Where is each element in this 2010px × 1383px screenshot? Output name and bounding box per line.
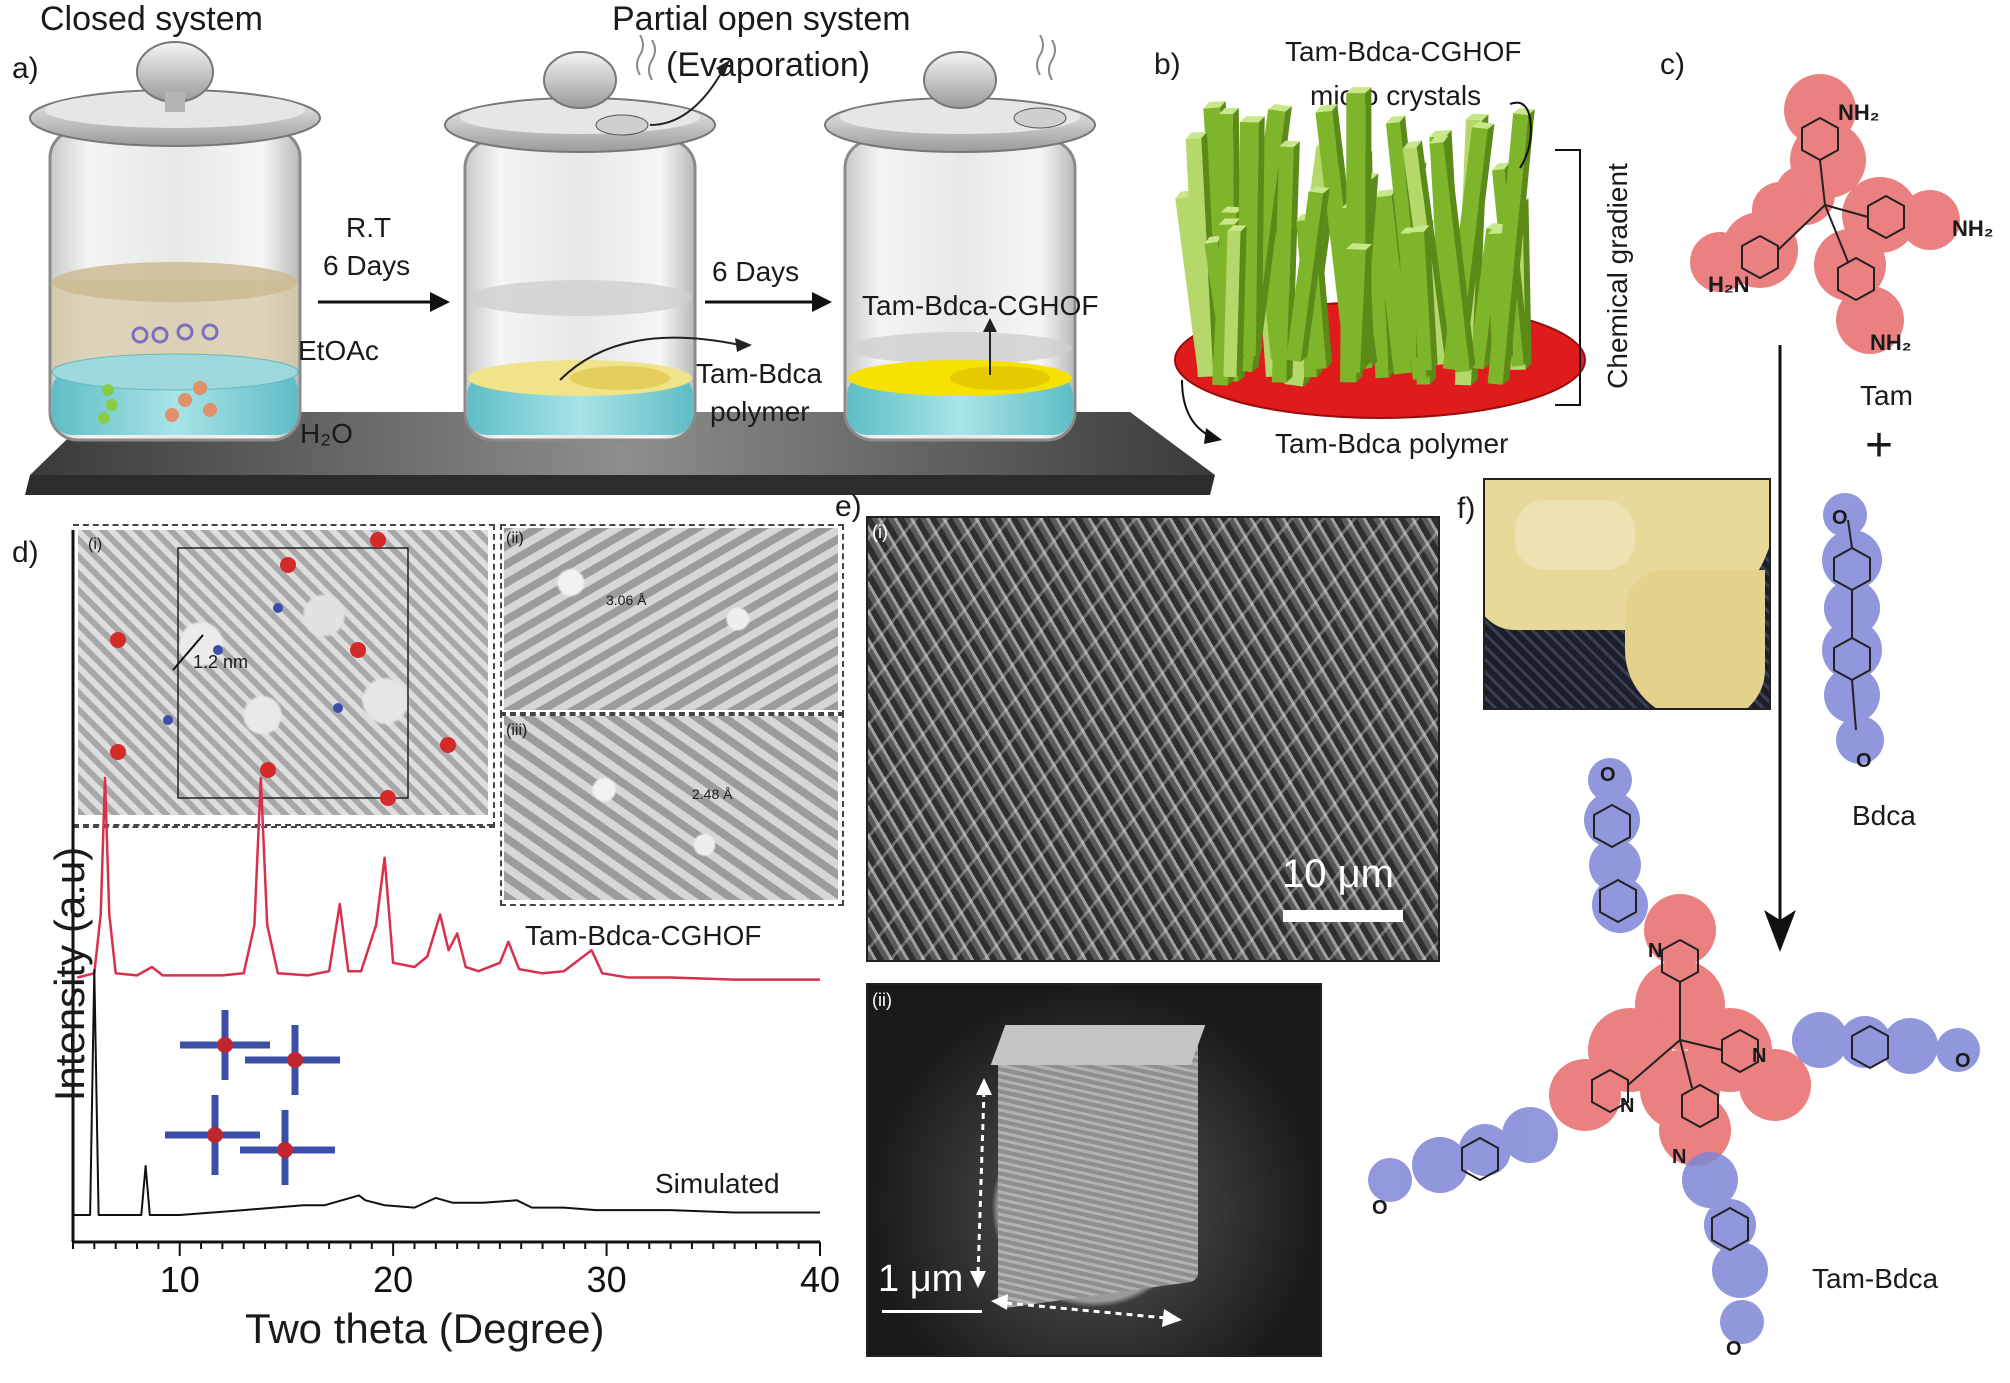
crystal-rod [1286, 186, 1330, 362]
nh2-right: NH₂ [1952, 216, 1994, 241]
x-tick-label: 10 [160, 1259, 200, 1300]
inset-i-lattice [110, 532, 456, 806]
series-label-experimental: Tam-Bdca-CGHOF [525, 920, 762, 951]
distance-a2-label: 2.48 Å [692, 786, 733, 802]
bdca-molecule [1822, 493, 1884, 764]
plus-sign: + [1865, 419, 1894, 472]
closed-system-title: Closed system [40, 0, 263, 38]
evaporation-label: (Evaporation) [666, 46, 871, 84]
panel-b: b) Tam-Bdca-CGHOF micro crystals Chemica… [1150, 0, 1690, 480]
crystal-rod [1223, 225, 1247, 378]
panel-c: c) NH₂ NH₂ H₂N NH₂ Tam + [1660, 0, 2010, 831]
beaker-cghof [824, 34, 1096, 442]
inset-iii-image [504, 716, 838, 900]
sem-ii-dimension-arrows [970, 1078, 1182, 1327]
inset-i-image [78, 530, 488, 815]
polymer-label-line2: polymer [710, 396, 810, 427]
panel-e-letter: e) [835, 490, 862, 523]
product-o-top: O [1600, 764, 1616, 786]
series-line-simulated [73, 969, 820, 1216]
inset-i-label: (i) [88, 536, 103, 553]
inset-iii-frame [500, 712, 844, 906]
crystal-rods [1175, 87, 1535, 387]
photo-sample [1483, 478, 1771, 710]
tam-bdca-label: Tam-Bdca [1812, 1263, 1939, 1294]
micro-crystals-title-line1: Tam-Bdca-CGHOF [1285, 36, 1522, 67]
six-days-label-1: 6 Days [323, 250, 411, 281]
crystal-rod [1429, 135, 1476, 373]
sem-i-label: (i) [872, 522, 888, 542]
panel-b-letter: b) [1154, 48, 1181, 81]
product-n-right: N [1752, 1045, 1767, 1067]
tam-bdca-product [1368, 758, 1980, 1344]
network-topology-icon [165, 1010, 340, 1185]
beaker-closed [29, 41, 321, 442]
x-tick-label: 20 [373, 1259, 413, 1300]
inset-crystal-structure [73, 524, 495, 828]
panel-d-letter: d) [12, 536, 39, 569]
micro-crystals-title-line2: micro crystals [1310, 80, 1482, 111]
panel-a: a) Closed system Partial open system (Ev… [0, 0, 1220, 505]
x-tick-label: 40 [800, 1259, 840, 1300]
sem-ii-label: (ii) [872, 990, 892, 1010]
product-n-bottom: N [1672, 1146, 1687, 1168]
chemical-gradient-label: Chemical gradient [1602, 163, 1633, 389]
scale-bar-ii [882, 1310, 982, 1313]
series-line-experimental [77, 776, 820, 981]
beaker-illustration [25, 34, 1215, 495]
product-o-right: O [1955, 1050, 1971, 1072]
x-axis-label: Two theta (Degree) [245, 1305, 605, 1352]
six-days-label-2: 6 Days [712, 256, 800, 287]
partial-open-title: Partial open system [612, 0, 911, 38]
crystal-rod [1271, 140, 1300, 383]
crystal-illustration [1174, 87, 1586, 444]
scale-bar-i [1283, 910, 1403, 922]
bdca-label: Bdca [1852, 800, 1916, 831]
inset-i-bottom-line [73, 824, 493, 826]
table-edge [25, 475, 1215, 495]
inset-iii-label: (iii) [506, 722, 528, 739]
crystal-rod [1410, 225, 1438, 371]
reaction-arrow [1764, 345, 1796, 952]
panel-f-letter: f) [1457, 492, 1476, 525]
panel-a-letter: a) [12, 52, 39, 85]
product-o-bottom: O [1726, 1338, 1742, 1360]
panel-c-letter: c) [1660, 48, 1685, 81]
inset-ii-image [504, 528, 838, 710]
polymer-base-label: Tam-Bdca polymer [1275, 428, 1509, 459]
h2n-left: H₂N [1708, 272, 1750, 297]
beaker-evaporation [444, 34, 752, 442]
tam-molecule [1690, 74, 1960, 354]
distance-a1-label: 3.06 Å [606, 592, 647, 608]
sem-image-ii [866, 983, 1322, 1357]
product-n-left: N [1620, 1095, 1635, 1117]
cghof-label: Tam-Bdca-CGHOF [862, 290, 1099, 321]
polymer-label-line1: Tam-Bdca [696, 358, 823, 389]
bdca-o-bottom: O [1856, 750, 1872, 772]
h2o-label: H₂O [300, 418, 353, 449]
bdca-o-top: O [1832, 507, 1848, 529]
nh2-top: NH₂ [1838, 100, 1880, 125]
inset-ii-label: (ii) [506, 530, 524, 547]
sem-image-i [866, 516, 1440, 962]
product-n-top: N [1648, 940, 1663, 962]
inset-ii-frame [500, 524, 844, 716]
panel-d: d) (i) 1.2 nm (ii) 3.06 Å (iii) 2.48 Å 1… [0, 500, 850, 1383]
series-label-simulated: Simulated [655, 1168, 780, 1199]
pxrd-chart: 10 20 30 40 [71, 530, 840, 1300]
scale-bar-ii-label: 1 μm [878, 1258, 964, 1300]
y-axis-label: Intensity (a.u) [46, 846, 93, 1102]
scale-bar-i-label: 10 μm [1282, 852, 1394, 896]
crystal-rod [1340, 243, 1373, 373]
distance-nm-label: 1.2 nm [193, 652, 249, 672]
etoac-label: EtOAc [298, 335, 379, 366]
x-tick-label: 30 [587, 1259, 627, 1300]
rt-label: R.T [346, 212, 392, 243]
nh2-bottom: NH₂ [1870, 330, 1912, 355]
product-o-left: O [1372, 1197, 1388, 1219]
tam-label: Tam [1860, 380, 1913, 411]
